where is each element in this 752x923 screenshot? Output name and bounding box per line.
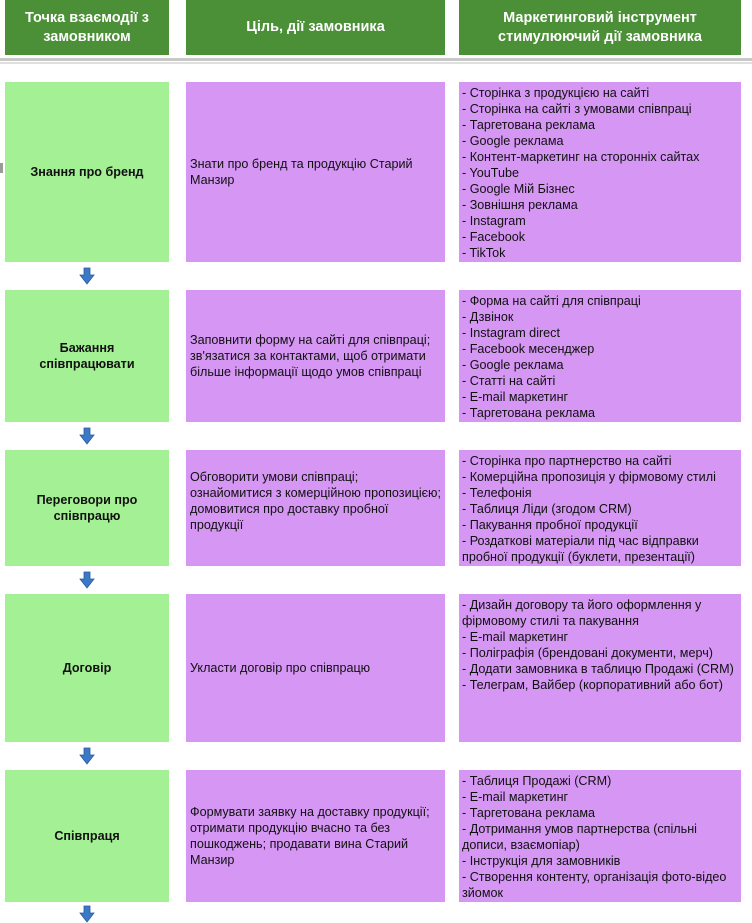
tool-item: - Таргетована реклама — [462, 406, 596, 420]
tool-item: - Дизайн договору та його оформлення у ф… — [462, 598, 702, 628]
down-arrow-icon — [79, 427, 95, 445]
tool-item: - Сторінка про партнерство на сайті — [462, 454, 672, 468]
tools-desire-to-cooperate: - Форма на сайті для співпраці - Дзвінок -… — [459, 290, 741, 422]
tool-item: - Google реклама — [462, 358, 564, 372]
tool-item: - Створення контенту, організація фото-в… — [462, 870, 727, 900]
tool-item: - Дотримання умов партнерства (спільні д… — [462, 822, 697, 852]
tool-item: - YouTube — [462, 166, 519, 180]
tool-item: - Таргетована реклама — [462, 806, 596, 820]
tool-item: - Статті на сайті — [462, 374, 556, 388]
tool-item: - E-mail маркетинг — [462, 790, 569, 804]
tool-item: - Facebook месенджер — [462, 342, 595, 356]
header-goal: Ціль, дії замовника — [186, 0, 445, 55]
tool-item: - Поліграфія (брендовані документи, мерч… — [462, 646, 713, 660]
tool-item: - Facebook — [462, 230, 525, 244]
tool-item: - Дзвінок — [462, 310, 514, 324]
tools-brand-awareness: - Сторінка з продукцією на сайті - Сторін… — [459, 82, 741, 262]
tool-item: - Комерційна пропозиція у фірмовому стил… — [462, 470, 716, 484]
stage-desire-to-cooperate: Бажання співпрацювати — [5, 290, 169, 422]
tool-item: - Контент-маркетинг на сторонніх сайтах — [462, 150, 700, 164]
down-arrow-icon — [79, 571, 95, 589]
goal-negotiations: Обговорити умови співпраці; ознайомитися… — [186, 450, 445, 566]
tool-item: - Інструкція для замовників — [462, 854, 621, 868]
tool-item: - Роздаткові матеріали під час відправки… — [462, 534, 699, 564]
tool-item: - Instagram direct — [462, 326, 560, 340]
header-divider — [0, 58, 752, 61]
stage-brand-awareness: Знання про бренд — [5, 82, 169, 262]
tool-item: - Пакування пробної продукції — [462, 518, 638, 532]
goal-contract: Укласти договір про співпрацю — [186, 594, 445, 742]
tool-item: - Таблиця Продажі (CRM) — [462, 774, 612, 788]
tools-cooperation: - Таблиця Продажі (CRM) - E-mail маркетин… — [459, 770, 741, 902]
down-arrow-icon — [79, 747, 95, 765]
tool-item: - TikTok — [462, 246, 506, 260]
tool-item: - Телеграм, Вайбер (корпоративний або бо… — [462, 678, 723, 692]
tools-negotiations: - Сторінка про партнерство на сайті - Ком… — [459, 450, 741, 566]
goal-cooperation: Формувати заявку на доставку продукції; … — [186, 770, 445, 902]
stage-cooperation: Співпраця — [5, 770, 169, 902]
tools-contract: - Дизайн договору та його оформлення у ф… — [459, 594, 741, 742]
header-stage: Точка взаємодії з замовником — [5, 0, 169, 55]
tool-item: - Google Мій Бізнес — [462, 182, 575, 196]
header-divider-shadow — [0, 62, 752, 64]
tool-item: - Телефонія — [462, 486, 532, 500]
tool-item: - Instagram — [462, 214, 526, 228]
tool-item: - E-mail маркетинг — [462, 390, 569, 404]
tool-item: - Форма на сайті для співпраці — [462, 294, 641, 308]
goal-desire-to-cooperate: Заповнити форму на сайті для співпраці; … — [186, 290, 445, 422]
tool-item: - Таргетована реклама — [462, 118, 596, 132]
tool-item: - Сторінка на сайті з умовами співпраці — [462, 102, 692, 116]
goal-brand-awareness: Знати про бренд та продукцію Старий Манз… — [186, 82, 445, 262]
tool-item: - Сторінка з продукцією на сайті — [462, 86, 650, 100]
tool-item: - Google реклама — [462, 134, 564, 148]
tool-item: - E-mail маркетинг — [462, 630, 569, 644]
stage-contract: Договір — [5, 594, 169, 742]
tool-item: - Додати замовника в таблицю Продажі (CR… — [462, 662, 734, 676]
header-tools: Маркетинговий інструмент стимулюючий дії… — [459, 0, 741, 55]
down-arrow-icon — [79, 267, 95, 285]
left-edge-marker — [0, 163, 3, 173]
tool-item: - Зовнішня реклама — [462, 198, 578, 212]
tool-item: - Таблиця Ліди (згодом CRM) — [462, 502, 632, 516]
stage-negotiations: Переговори про співпрацю — [5, 450, 169, 566]
